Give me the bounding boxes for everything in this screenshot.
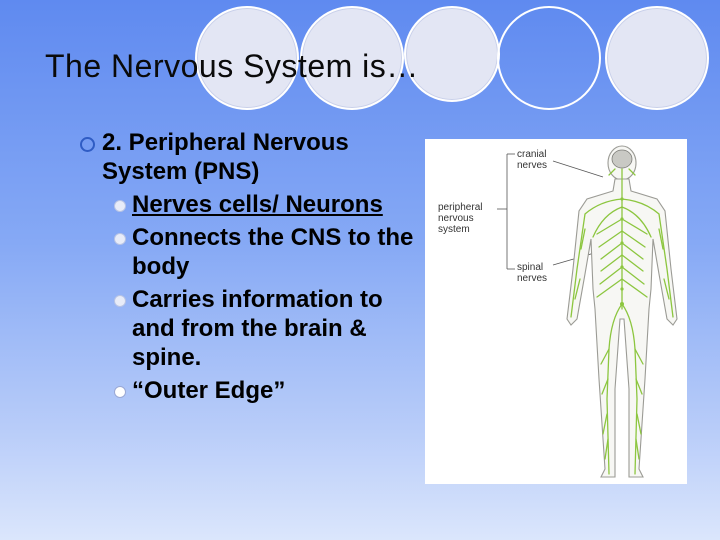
bullet-text[interactable]: Nerves cells/ Neurons	[132, 191, 383, 218]
dot-bullet-icon	[114, 233, 126, 245]
label-peripheral-nervous-system: peripheral nervous system	[438, 202, 483, 235]
dot-bullet-icon	[114, 386, 126, 398]
decorative-circle	[605, 6, 709, 110]
decorative-circle	[404, 6, 500, 102]
dot-bullet-icon	[114, 200, 126, 212]
pns-heading: 2. Peripheral Nervous System (PNS)	[102, 129, 349, 185]
bullet-text: Carries information to and from the brai…	[132, 286, 383, 371]
human-nervous-system-illustration	[497, 145, 678, 478]
decorative-circle	[195, 6, 299, 110]
slide-body: 2. Peripheral Nervous System (PNS) Nerve…	[80, 128, 425, 405]
bullet-text: “Outer Edge”	[132, 377, 286, 404]
sub-bullet: Connects the CNS to the body	[80, 223, 425, 281]
ring-bullet-icon	[80, 137, 95, 152]
sub-bullet: “Outer Edge”	[80, 376, 425, 405]
dot-bullet-icon	[114, 295, 126, 307]
sub-bullet: Carries information to and from the brai…	[80, 285, 425, 372]
main-bullet: 2. Peripheral Nervous System (PNS)	[80, 128, 425, 186]
slide-title: The Nervous System is…	[45, 48, 419, 84]
nervous-system-figure: cranial nerves peripheral nervous system…	[425, 139, 687, 484]
label-cranial-nerves: cranial nerves	[517, 149, 548, 171]
decorative-ring	[497, 6, 601, 110]
bullet-text: Connects the CNS to the body	[132, 224, 414, 280]
decorative-circle	[300, 6, 404, 110]
label-spinal-nerves: spinal nerves	[517, 262, 548, 284]
sub-bullet[interactable]: Nerves cells/ Neurons	[80, 190, 425, 219]
